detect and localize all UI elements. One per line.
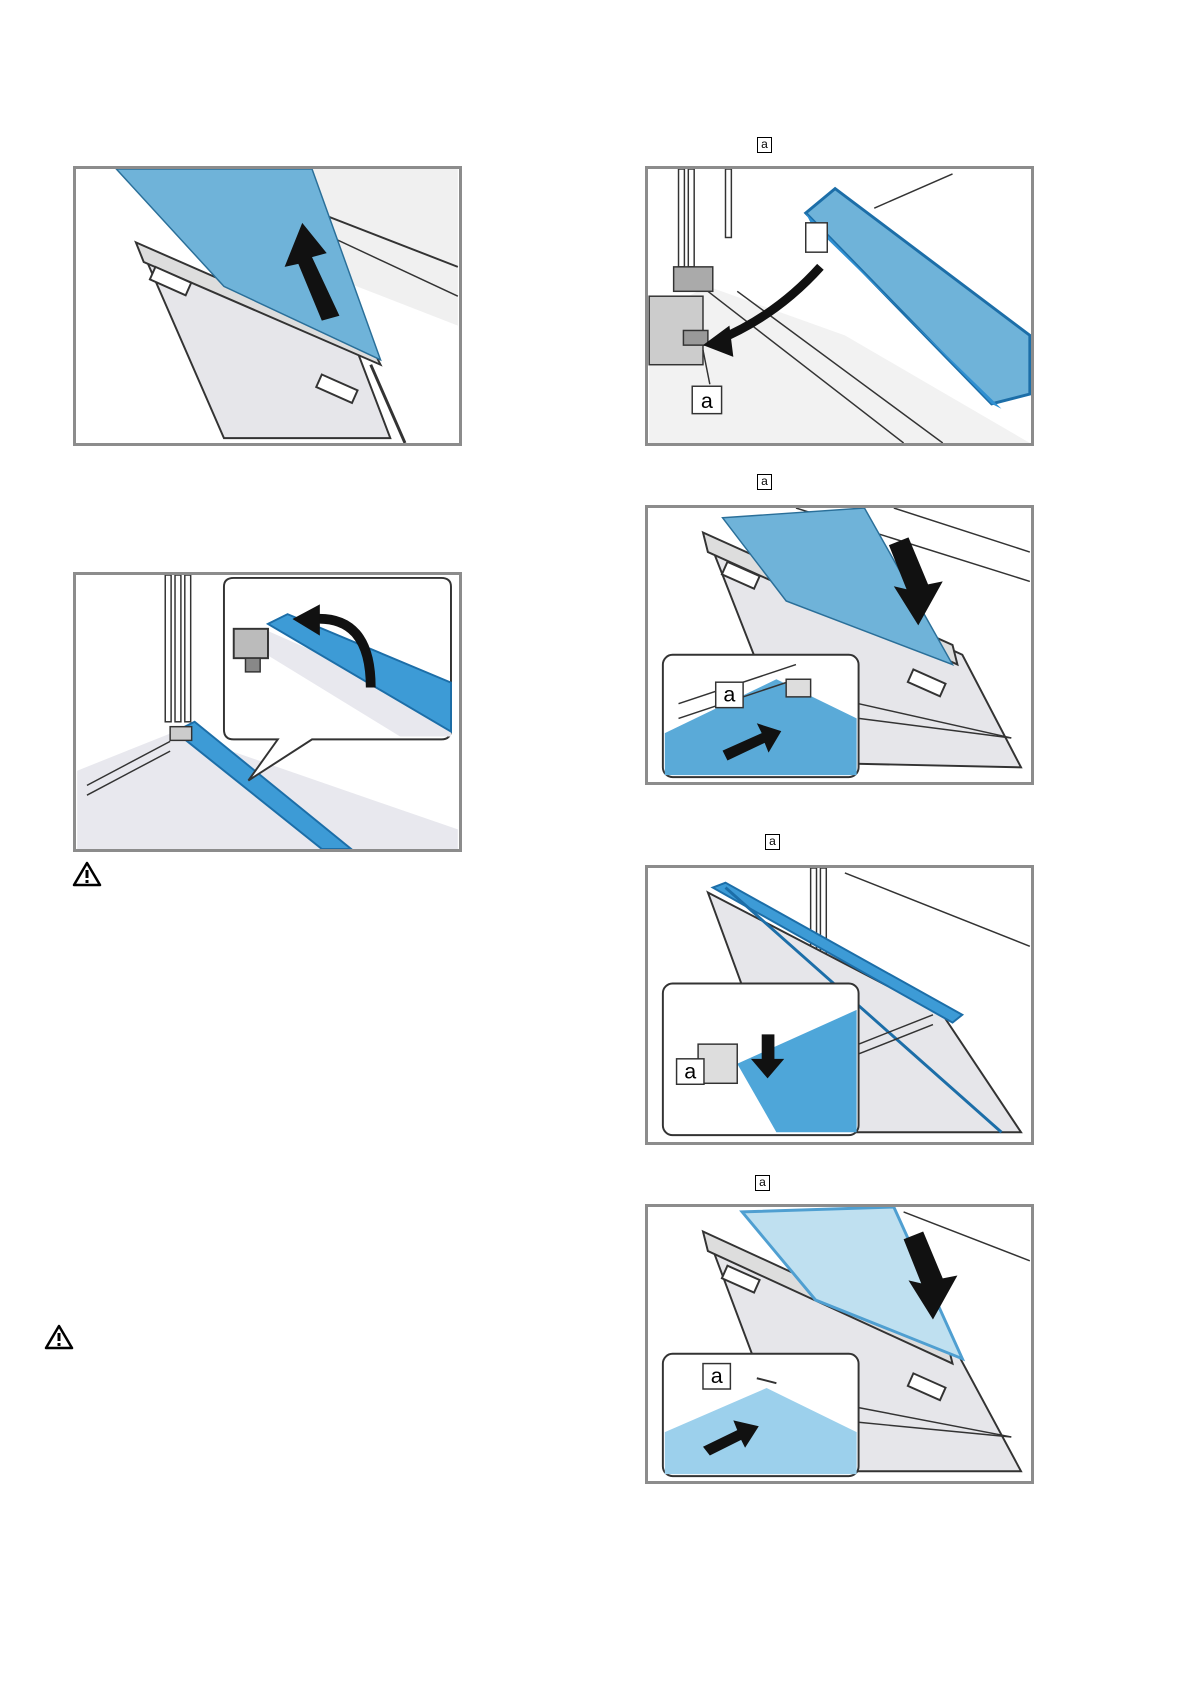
illustration-remove-glass [76, 169, 459, 443]
reference-marker-step3: a [765, 834, 780, 850]
illustration-insert-glass: a [648, 508, 1031, 782]
illustration-remove-seal [76, 575, 459, 849]
figure-press-seal: a [645, 865, 1034, 1145]
reference-marker-step1: a [757, 137, 772, 153]
illustration-lower-pane: a [648, 1207, 1031, 1481]
illustration-attach-seal: a [648, 169, 1031, 443]
figure-remove-glass-pane [73, 166, 462, 446]
figure-remove-seal [73, 572, 462, 852]
figure-insert-glass-pane: a [645, 505, 1034, 785]
callout-label-a: a [711, 1364, 723, 1388]
figure-attach-seal-clip: a [645, 166, 1034, 446]
reference-marker-step4: a [755, 1175, 770, 1191]
warning-triangle-icon [72, 861, 102, 887]
figure-lower-inner-pane: a [645, 1204, 1034, 1484]
callout-label-a: a [723, 683, 735, 707]
reference-marker-step2: a [757, 474, 772, 490]
callout-label-a: a [701, 389, 713, 413]
callout-label-a: a [684, 1059, 696, 1083]
illustration-press-seal: a [648, 868, 1031, 1142]
warning-triangle-icon [44, 1324, 74, 1350]
